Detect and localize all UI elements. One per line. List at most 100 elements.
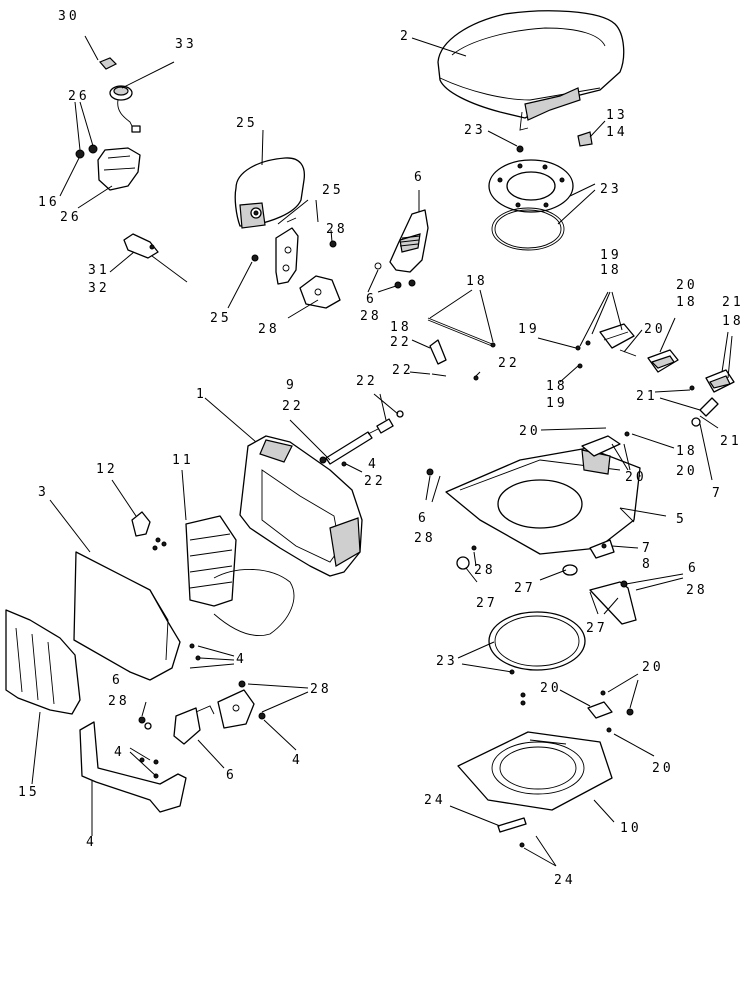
callout-6: 6 bbox=[688, 561, 699, 576]
callout-20: 20 bbox=[625, 470, 647, 485]
part-33-switch bbox=[109, 85, 141, 133]
callout-28: 28 bbox=[414, 531, 436, 546]
callout-18: 18 bbox=[390, 320, 412, 335]
callout-19: 19 bbox=[518, 322, 540, 337]
callout-24: 24 bbox=[424, 793, 446, 808]
callout-7: 7 bbox=[642, 541, 653, 556]
callout-25: 25 bbox=[210, 311, 232, 326]
part-30-clip bbox=[98, 57, 118, 70]
callout-23: 23 bbox=[600, 182, 622, 197]
callout-2: 2 bbox=[400, 29, 411, 44]
callout-8: 8 bbox=[642, 557, 653, 572]
callout-22: 22 bbox=[390, 335, 412, 350]
callout-6: 6 bbox=[414, 170, 425, 185]
part-26-cover bbox=[75, 144, 141, 191]
part-10-swivel-plate bbox=[457, 731, 613, 811]
part-2-cushion bbox=[437, 10, 625, 147]
callout-24: 24 bbox=[554, 873, 576, 888]
part-3-back-panel bbox=[73, 551, 181, 681]
callout-18: 18 bbox=[600, 263, 622, 278]
callout-20: 20 bbox=[676, 278, 698, 293]
callout-20: 20 bbox=[676, 464, 698, 479]
callout-12: 12 bbox=[96, 462, 118, 477]
callout-27: 27 bbox=[476, 596, 498, 611]
callout-18: 18 bbox=[722, 314, 744, 329]
callout-10: 10 bbox=[620, 821, 642, 836]
callout-28: 28 bbox=[108, 694, 130, 709]
callout-13: 13 bbox=[606, 108, 628, 123]
part-25-bracket bbox=[251, 217, 299, 285]
callout-4: 4 bbox=[86, 835, 97, 850]
part-18-rod bbox=[427, 317, 496, 381]
callout-20: 20 bbox=[540, 681, 562, 696]
callout-28: 28 bbox=[686, 583, 708, 598]
callout-25: 25 bbox=[236, 116, 258, 131]
callout-4: 4 bbox=[114, 745, 125, 760]
callout-16: 16 bbox=[38, 195, 60, 210]
callout-7: 7 bbox=[712, 486, 723, 501]
part-4-lower-frame bbox=[79, 721, 187, 813]
callout-15: 15 bbox=[18, 785, 40, 800]
callout-21: 21 bbox=[720, 434, 742, 449]
callout-22: 22 bbox=[364, 474, 386, 489]
callout-6: 6 bbox=[226, 768, 237, 783]
part-7-knob bbox=[589, 539, 615, 559]
callout-33: 33 bbox=[175, 37, 197, 52]
callout-18: 18 bbox=[676, 444, 698, 459]
part-21-latch bbox=[689, 369, 735, 427]
callout-27: 27 bbox=[586, 621, 608, 636]
callout-23: 23 bbox=[436, 654, 458, 669]
callout-21: 21 bbox=[636, 389, 658, 404]
part-20-latch bbox=[647, 349, 679, 373]
callout-26: 26 bbox=[60, 210, 82, 225]
callout-26: 26 bbox=[68, 89, 90, 104]
part-19-latch bbox=[575, 323, 637, 369]
part-12-knob bbox=[131, 511, 167, 551]
callout-28: 28 bbox=[474, 563, 496, 578]
callout-3: 3 bbox=[38, 485, 49, 500]
leader-lines bbox=[31, 35, 733, 867]
part-23-ring bbox=[488, 611, 586, 675]
part-11-lumbar bbox=[185, 515, 295, 636]
part-20-lower-latch bbox=[520, 690, 634, 733]
callout-22: 22 bbox=[498, 356, 520, 371]
part-1-back-frame bbox=[239, 435, 363, 577]
callout-28: 28 bbox=[360, 309, 382, 324]
callout-18: 18 bbox=[466, 274, 488, 289]
callout-30: 30 bbox=[58, 9, 80, 24]
callout-32: 32 bbox=[88, 281, 110, 296]
callout-22: 22 bbox=[392, 363, 414, 378]
callout-27: 27 bbox=[514, 581, 536, 596]
part-24-pin bbox=[497, 817, 527, 848]
callout-4: 4 bbox=[236, 652, 247, 667]
callout-5: 5 bbox=[676, 512, 687, 527]
callout-6: 6 bbox=[366, 292, 377, 307]
callout-28: 28 bbox=[310, 682, 332, 697]
callout-20: 20 bbox=[519, 424, 541, 439]
callout-9: 9 bbox=[286, 378, 297, 393]
callout-11: 11 bbox=[172, 453, 194, 468]
part-9-gas-spring bbox=[319, 410, 404, 467]
callout-31: 31 bbox=[88, 263, 110, 278]
callout-28: 28 bbox=[326, 222, 348, 237]
callout-labels: 30 33 26 16 26 31 32 25 25 25 28 28 6 6 … bbox=[18, 9, 744, 888]
part-25-armrest bbox=[234, 157, 306, 229]
callout-14: 14 bbox=[606, 125, 628, 140]
callout-28: 28 bbox=[258, 322, 280, 337]
callout-19: 19 bbox=[546, 396, 568, 411]
part-28-bracket bbox=[299, 240, 341, 309]
callout-21: 21 bbox=[722, 295, 744, 310]
callout-23: 23 bbox=[464, 123, 486, 138]
callout-6: 6 bbox=[112, 673, 123, 688]
callout-20: 20 bbox=[642, 660, 664, 675]
part-6-adjuster bbox=[374, 209, 429, 289]
part-31-sensor bbox=[123, 233, 188, 283]
callout-25: 25 bbox=[322, 183, 344, 198]
callout-6: 6 bbox=[418, 511, 429, 526]
part-6-small-fasteners bbox=[138, 705, 215, 745]
part-20-top-latch bbox=[581, 431, 630, 457]
callout-19: 19 bbox=[600, 248, 622, 263]
callout-1: 1 bbox=[196, 387, 207, 402]
